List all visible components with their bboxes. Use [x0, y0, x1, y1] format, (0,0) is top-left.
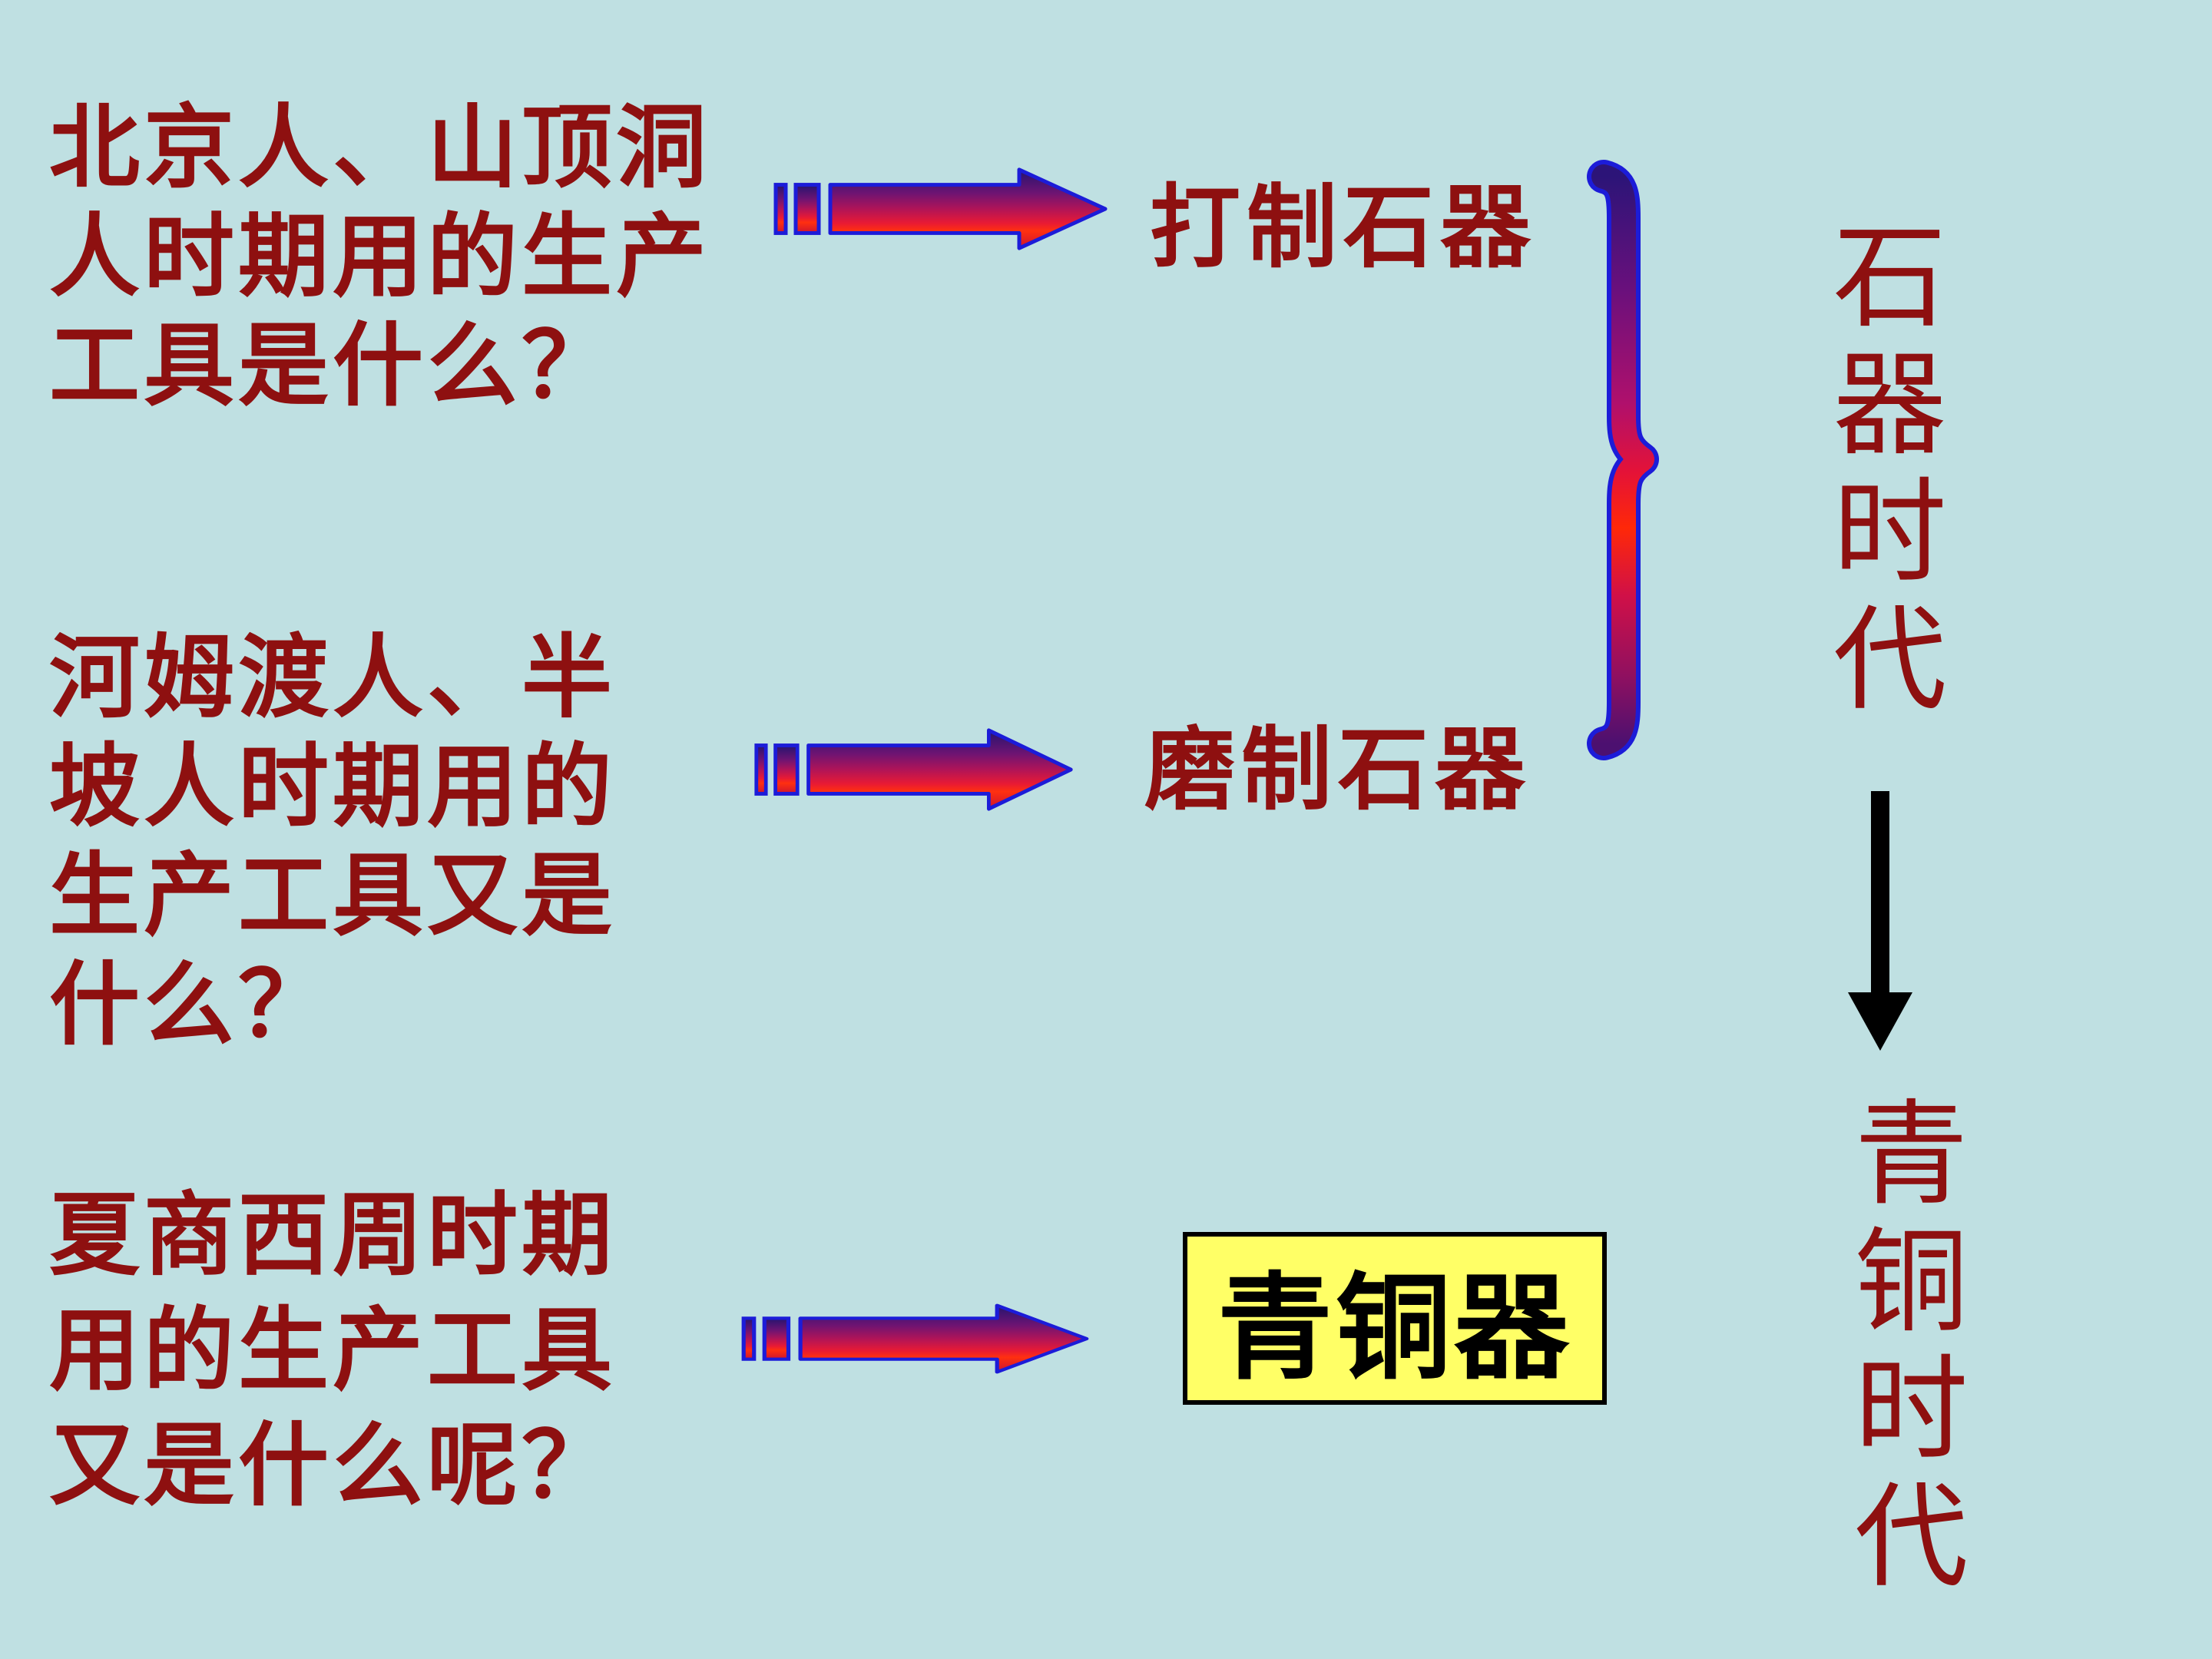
answer-label-polished-stone: 磨制石器	[1144, 720, 1532, 821]
question-line: 用的生产工具	[49, 1300, 617, 1402]
answer-label-chipped-stone: 打制石器	[1150, 177, 1538, 279]
question-block-2: 河姆渡人、半 坡人时期用的 生产工具又是 什么？	[49, 624, 616, 1060]
striped-right-arrow-icon	[741, 1303, 1089, 1374]
question-line: 坡人时期用的	[49, 737, 617, 838]
question-block-3: 夏商西周时期 用的生产工具 又是什么呢？	[49, 1178, 616, 1524]
question-line: 工具是什么？	[49, 316, 617, 417]
question-block-1: 北京人、山顶洞 人时期用的生产 工具是什么？	[49, 94, 710, 421]
right-curly-brace-icon	[1587, 160, 1659, 760]
answer-box-bronze: 青铜器	[1183, 1232, 1607, 1405]
question-line: 生产工具又是	[49, 846, 617, 947]
question-line: 北京人、山顶洞	[49, 98, 711, 199]
question-line: 人时期用的生产	[49, 207, 711, 308]
answer-label-bronze: 青铜器	[1217, 1263, 1572, 1392]
down-arrow-icon	[1848, 791, 1912, 1051]
question-line: 夏商西周时期	[49, 1185, 617, 1286]
question-line: 又是什么呢？	[49, 1416, 617, 1517]
era-label-stone-age: 石器时代	[1815, 217, 1941, 727]
striped-right-arrow-icon	[754, 728, 1073, 811]
question-line: 什么？	[49, 955, 333, 1056]
question-line: 河姆渡人、半	[49, 628, 617, 729]
striped-right-arrow-icon	[773, 167, 1108, 250]
era-label-bronze-age: 青铜时代	[1836, 1094, 1962, 1604]
